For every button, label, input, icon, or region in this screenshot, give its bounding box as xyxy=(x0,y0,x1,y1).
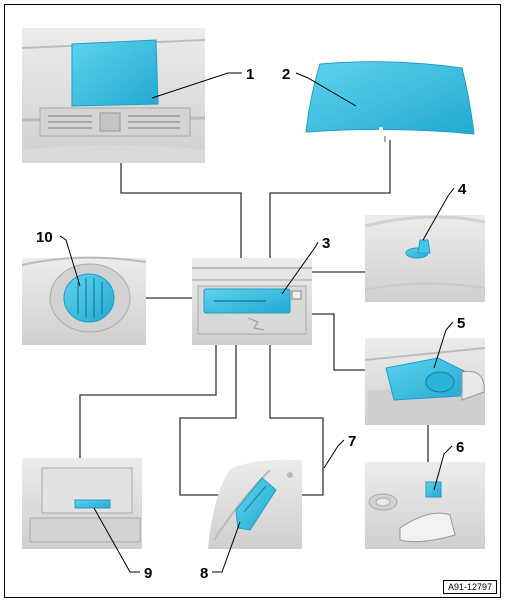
callout-5: 5 xyxy=(457,315,465,332)
photo-side-compartment xyxy=(208,459,302,549)
photo-dashboard-display xyxy=(21,28,206,163)
connector-lines xyxy=(79,140,429,496)
callout-8: 8 xyxy=(200,565,208,582)
photo-console-controls xyxy=(364,338,486,425)
photo-gear-shifter xyxy=(365,462,485,549)
switch-highlight xyxy=(425,481,442,498)
callout-6: 6 xyxy=(456,439,464,456)
leader-lines xyxy=(59,72,455,573)
photo-center-dashboard xyxy=(192,258,312,345)
callout-9: 9 xyxy=(144,565,152,582)
callout-7: 7 xyxy=(348,433,356,450)
cap-highlight xyxy=(63,273,115,323)
callout-4: 4 xyxy=(458,181,467,198)
photo-windscreen xyxy=(305,61,475,142)
charger-highlight xyxy=(74,499,111,509)
callout-3: 3 xyxy=(322,235,330,252)
callout-2: 2 xyxy=(282,66,290,83)
photo-dashboard-sensor xyxy=(364,215,486,302)
control-unit-highlight xyxy=(235,477,277,531)
reference-number: A91-12797 xyxy=(442,580,497,594)
photo-fuel-cap xyxy=(21,256,147,345)
windscreen-highlight xyxy=(305,61,475,135)
callout-10: 10 xyxy=(36,229,53,246)
callout-1: 1 xyxy=(246,66,254,83)
display-highlight xyxy=(71,39,159,107)
photo-storage-compartment xyxy=(22,458,142,549)
